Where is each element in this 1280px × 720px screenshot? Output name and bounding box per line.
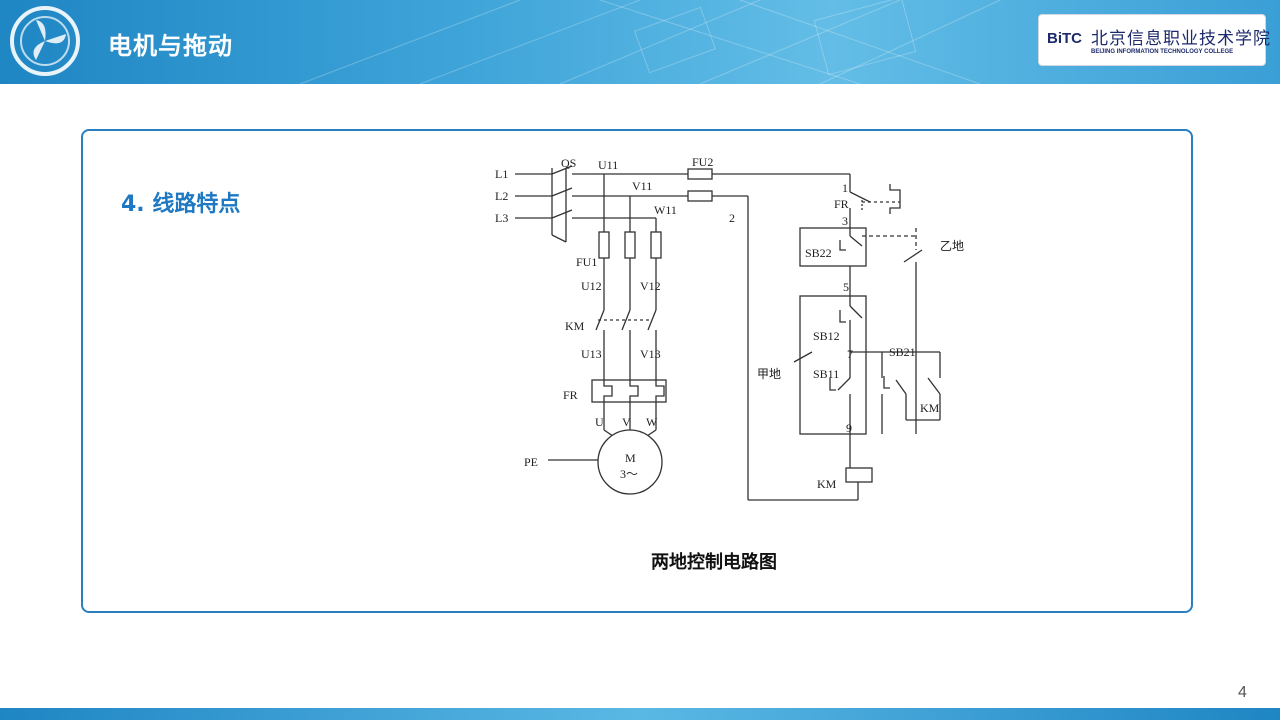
label-node-9: 9 [846, 421, 852, 435]
header-decoration [299, 0, 1001, 84]
label-node-1: 1 [842, 181, 848, 195]
label-yi-di: 乙地 [940, 239, 964, 253]
circuit-diagram: L1 L2 L3 QS U11 V11 W11 FU2 2 FU1 U12 V1… [495, 155, 964, 501]
label-u13: U13 [581, 347, 602, 361]
page-number: 4 [1238, 684, 1247, 701]
label-qs: QS [561, 156, 576, 170]
label-l3: L3 [495, 211, 508, 225]
school-name-cn: 北京信息职业技术学院 [1091, 29, 1271, 49]
label-node-2: 2 [729, 211, 735, 225]
label-km-main: KM [565, 319, 585, 333]
label-fr-ctrl: FR [834, 197, 849, 211]
label-motor-m: M [625, 451, 636, 465]
label-l2: L2 [495, 189, 508, 203]
content-panel [81, 129, 1193, 613]
label-v11: V11 [632, 179, 652, 193]
label-fu1: FU1 [576, 255, 597, 269]
label-fr-main: FR [563, 388, 578, 402]
label-pe: PE [524, 455, 538, 469]
label-w: W [646, 415, 658, 429]
label-node-7: 7 [847, 347, 853, 361]
label-sb22: SB22 [805, 246, 832, 260]
section-title: 4. 线路特点 [121, 192, 241, 217]
title-bar: 电机与拖动 BiTC 北京信息职业技术学院 BEIJING INFORMATIO… [0, 0, 1280, 84]
figure-caption: 两地控制电路图 [651, 552, 777, 573]
label-l1: L1 [495, 167, 508, 181]
school-badge: BiTC [1047, 30, 1082, 47]
school-name-en: BEIJING INFORMATION TECHNOLOGY COLLEGE [1091, 49, 1234, 55]
label-fu2: FU2 [692, 155, 713, 169]
label-v12: V12 [640, 279, 661, 293]
label-v13: V13 [640, 347, 661, 361]
label-sb11: SB11 [813, 367, 839, 381]
footer-bar [0, 708, 1280, 720]
label-v: V [622, 415, 631, 429]
label-motor-phase: 3～ [620, 467, 638, 481]
label-u12: U12 [581, 279, 602, 293]
label-km-aux: KM [920, 401, 940, 415]
school-logo: BiTC 北京信息职业技术学院 BEIJING INFORMATION TECH… [1038, 14, 1270, 66]
course-title: 电机与拖动 [108, 32, 233, 60]
label-w11: W11 [654, 203, 677, 217]
label-u: U [595, 415, 604, 429]
label-u11: U11 [598, 158, 618, 172]
label-jia-di: 甲地 [757, 367, 781, 381]
label-node-3: 3 [842, 214, 848, 228]
label-sb12: SB12 [813, 329, 840, 343]
label-km-coil: KM [817, 477, 837, 491]
label-node-5: 5 [843, 280, 849, 294]
diagram-labels: L1 L2 L3 QS U11 V11 W11 FU2 2 FU1 U12 V1… [495, 155, 964, 491]
label-sb21: SB21 [889, 345, 916, 359]
college-logo-icon [10, 6, 80, 76]
